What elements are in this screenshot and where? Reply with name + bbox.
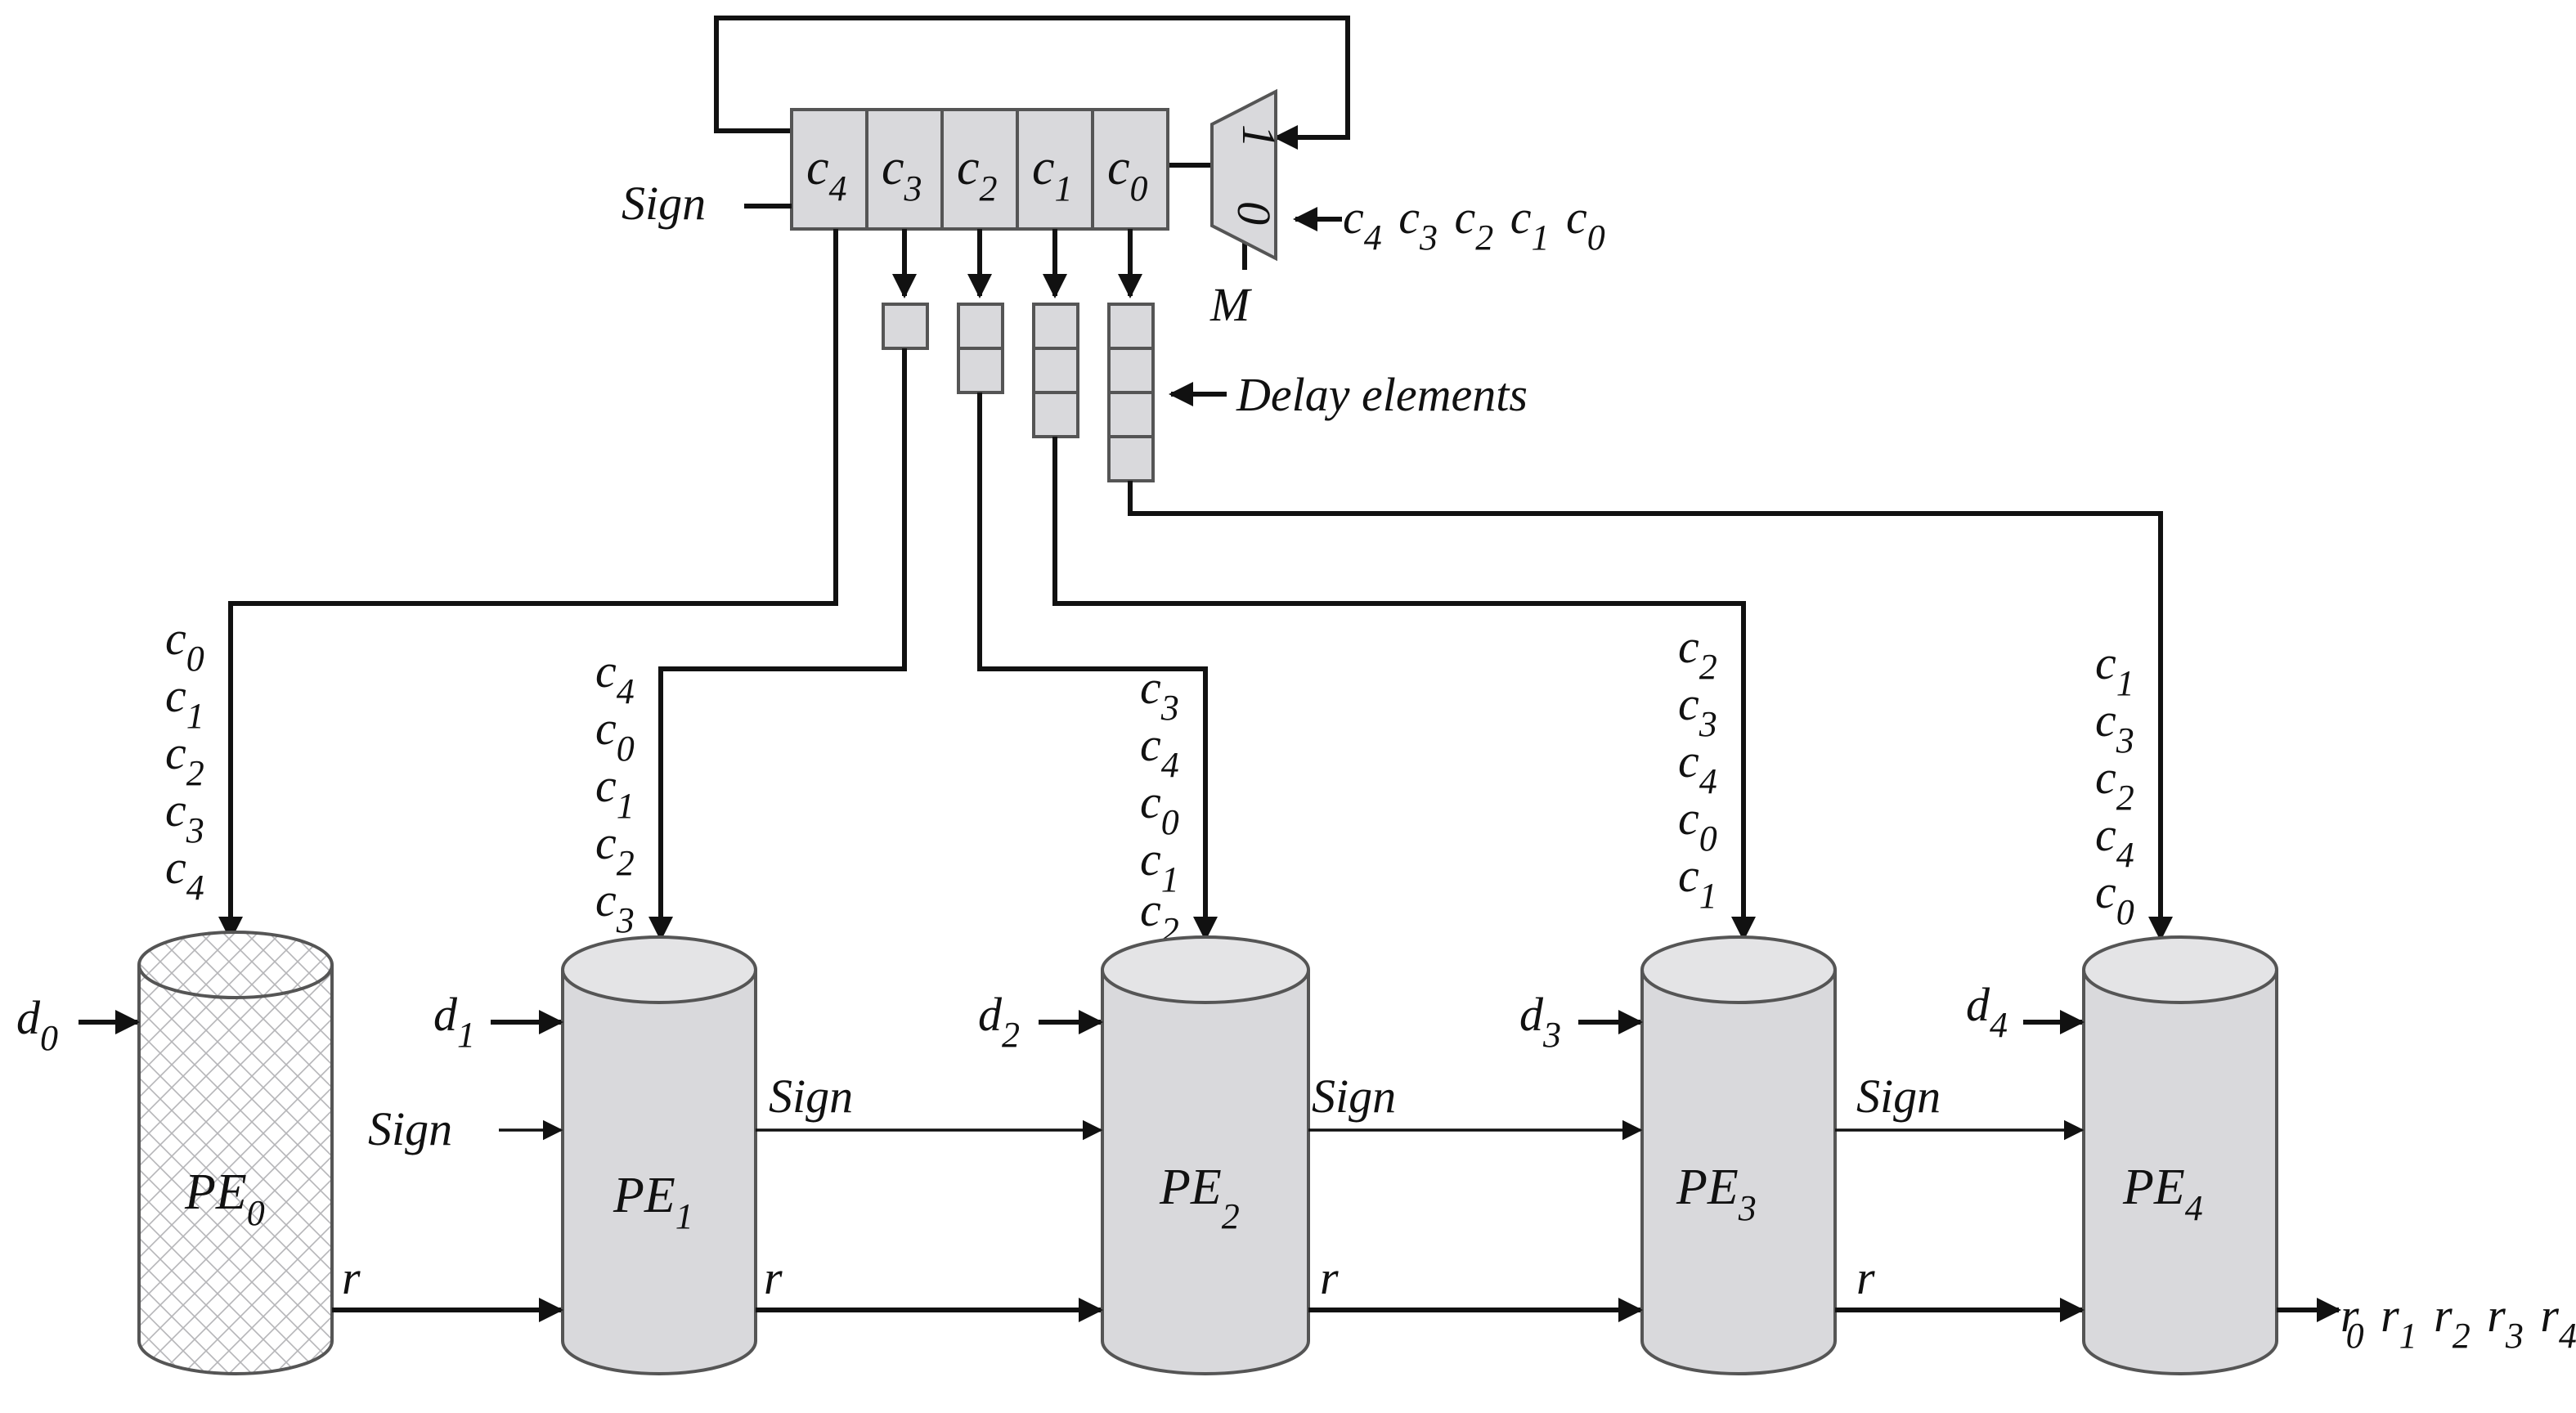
coeff-sequence-pe0: c0 c1 c2 c3 c4 [165,612,204,908]
svg-text:c3: c3 [595,873,635,940]
sign-chain: Sign Sign Sign Sign [368,1070,2085,1155]
data-inputs: d0 d1 d2 d3 d4 [16,978,2085,1058]
mux-input-1-label: 1 [1232,124,1286,148]
mux-select-label: M [1209,278,1252,331]
svg-text:c4: c4 [165,841,204,908]
register-sign-label: Sign [622,177,706,230]
svg-text:c0: c0 [165,612,204,679]
coeff-sequence-pe1: c4 c0 c1 c2 c3 [595,644,635,940]
mux-load-sequence: c4 c3 c2 c1 c0 [1343,191,1605,260]
pe-2-data-input: d2 [978,988,1020,1055]
sign-link-label: Sign [1856,1070,1941,1123]
result-link-label: r [1320,1251,1339,1304]
svg-text:c0: c0 [1140,775,1179,842]
coeff-sequence-pe4: c1 c3 c2 c4 c0 [2095,636,2134,932]
pe-0-label: PE0 [184,1164,265,1233]
svg-text:c3: c3 [1678,677,1717,744]
pe-0: PE0 [137,931,334,1375]
svg-text:c4: c4 [1678,734,1717,801]
svg-text:c2: c2 [165,726,204,793]
pe-2-label: PE2 [1159,1160,1240,1236]
coeff-sequence-pe3: c2 c3 c4 c0 c1 [1678,620,1717,916]
delay-elements-label: Delay elements [1236,368,1528,421]
result-link-label: r [342,1251,361,1304]
pe-2: PE2 [1101,935,1310,1375]
svg-text:c1: c1 [165,669,204,736]
svg-text:c0: c0 [1678,792,1717,859]
pe-0-data-input: d0 [16,991,58,1058]
delay-chain-3 [1032,303,1079,438]
register-cell-label: c1 [1032,140,1073,209]
coefficient-wires [218,229,2173,941]
pe-3: PE3 [1640,935,1837,1375]
svg-text:c0: c0 [595,702,635,769]
delay-elements: Delay elements [882,303,1528,482]
svg-text:c2: c2 [595,816,635,883]
pe-1: PE1 [561,935,757,1375]
svg-text:c0: c0 [2095,865,2134,932]
pe-1-data-input: d1 [433,988,475,1055]
svg-text:c4: c4 [1140,718,1179,785]
coefficient-register: c4 c3 c2 c1 c0 Sign [622,108,1169,231]
svg-text:c2: c2 [2095,751,2134,818]
svg-text:c3: c3 [2095,693,2134,760]
svg-text:c4: c4 [595,644,635,711]
pe-3-label: PE3 [1676,1160,1757,1228]
register-taps [892,229,1142,298]
svg-text:c1: c1 [1140,832,1179,899]
register-cell-label: c0 [1107,140,1148,209]
register-cell-label: c3 [882,140,922,209]
pe-4-data-input: d4 [1966,978,2008,1045]
delay-chain-1 [882,303,929,350]
pe-1-sign-input-label: Sign [368,1102,452,1155]
register-cell-label: c4 [806,140,847,209]
svg-text:c4: c4 [2095,808,2134,875]
svg-text:c3: c3 [1140,661,1179,728]
svg-text:c1: c1 [2095,636,2134,703]
register-cell-label: c2 [957,140,998,209]
svg-text:c3: c3 [165,783,204,850]
mux-input-0-label: 0 [1227,201,1281,225]
pe-4-label: PE4 [2122,1160,2203,1228]
pe-3-data-input: d3 [1519,988,1561,1055]
coeff-sequence-pe2: c3 c4 c0 c1 c2 [1140,661,1179,950]
sign-link-label: Sign [769,1070,853,1123]
pe-1-label: PE1 [613,1168,693,1236]
multiplexer: 1 0 M c4 c3 c2 c1 c0 [1209,88,1605,331]
result-chain: r r r r r0 r1 r2 r3 r4 [332,1251,2576,1358]
result-link-label: r [1856,1251,1875,1304]
svg-text:c1: c1 [1678,849,1717,916]
result-link-label: r [764,1251,783,1304]
output-sequence: r0 r1 r2 r3 r4 [2340,1289,2576,1358]
svg-text:c1: c1 [595,759,635,826]
sign-link-label: Sign [1312,1070,1396,1123]
pe-4: PE4 [2082,935,2278,1375]
svg-text:c2: c2 [1678,620,1717,687]
